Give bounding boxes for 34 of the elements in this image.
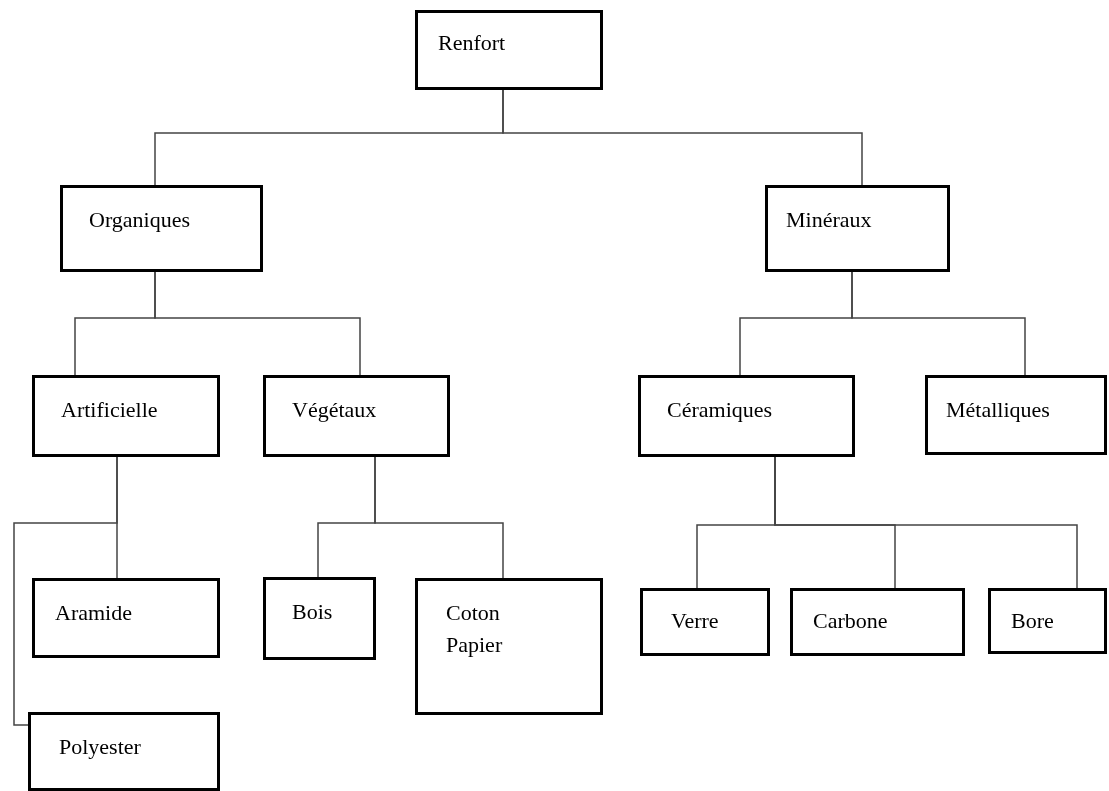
node-label: Aramide [55, 599, 133, 627]
node-label: Renfort [438, 29, 507, 57]
node-label: Bore [1011, 607, 1055, 635]
node-box [765, 185, 950, 272]
connector-line [851, 271, 1026, 376]
node-label: Polyester [59, 733, 142, 761]
node-box [925, 375, 1107, 455]
node-label: Artificielle [61, 396, 159, 424]
connector-line [13, 456, 118, 726]
node-label: Métalliques [946, 396, 1051, 424]
node-label: Minéraux [786, 206, 873, 234]
node-label: Verre [671, 607, 720, 635]
connector-line [374, 456, 504, 579]
node-box [638, 375, 855, 457]
node-box [32, 578, 220, 658]
node-label: Bois [292, 598, 334, 626]
node-box [32, 375, 220, 457]
node-box [60, 185, 263, 272]
connector-line [774, 456, 1078, 589]
node-label: Végétaux [292, 396, 378, 424]
connector-line [502, 89, 863, 186]
node-box [988, 588, 1107, 654]
node-box [640, 588, 770, 656]
node-box [790, 588, 965, 656]
node-box [415, 10, 603, 90]
node-box [415, 578, 603, 715]
node-label: Céramiques [667, 396, 774, 424]
node-label: Coton Papier [446, 599, 504, 659]
node-box [263, 577, 376, 660]
node-box [28, 712, 220, 791]
node-box [263, 375, 450, 457]
connector-line [154, 271, 361, 376]
node-label: Carbone [813, 607, 889, 635]
node-label: Organiques [89, 206, 192, 234]
